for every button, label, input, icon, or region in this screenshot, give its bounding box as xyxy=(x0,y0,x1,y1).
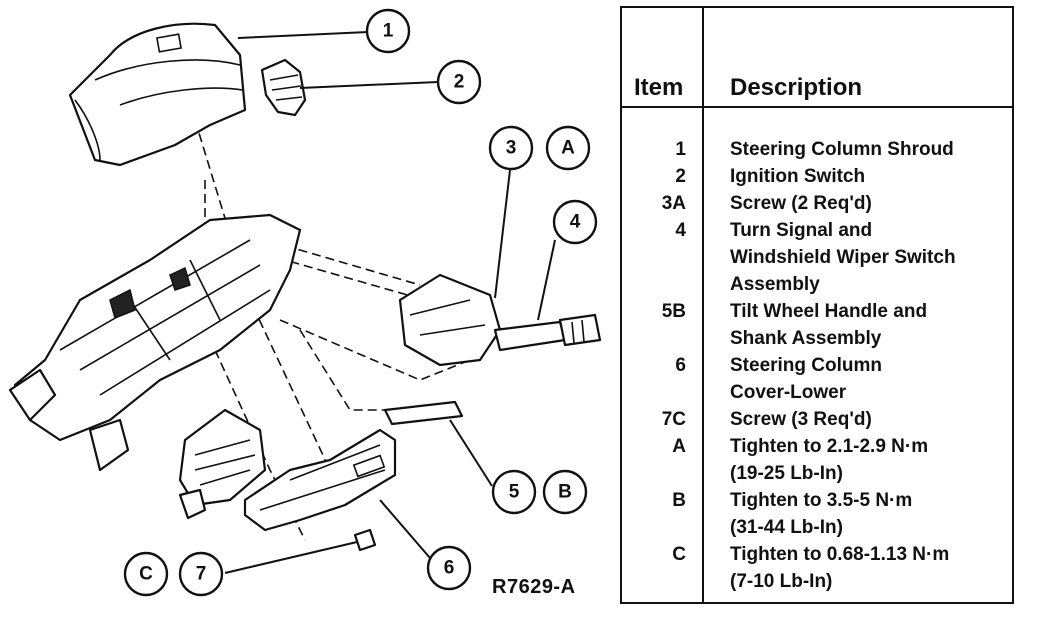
callout-6-label: 6 xyxy=(444,558,455,579)
callout-4-label: 4 xyxy=(570,212,581,233)
legend-item-description: Turn Signal and Windshield Wiper Switch … xyxy=(730,220,956,295)
leader-lines xyxy=(224,31,556,574)
legend-item-number: 3A xyxy=(661,193,686,214)
callout-b-label: B xyxy=(558,482,572,503)
legend-item-number: 7C xyxy=(661,409,686,430)
legend-row: B Tighten to 3.5-5 N·m (31-44 Lb-In) xyxy=(622,487,1012,541)
callout-7: 7 xyxy=(178,551,224,597)
callout-2-label: 2 xyxy=(454,72,465,93)
legend-item-number: 1 xyxy=(675,139,686,160)
legend-row: 7C Screw (3 Req'd) xyxy=(622,406,1012,433)
legend-row: A Tighten to 2.1-2.9 N·m (19-25 Lb-In) xyxy=(622,433,1012,487)
legend-item-number: 2 xyxy=(675,166,686,187)
callout-5-label: 5 xyxy=(509,482,520,503)
lower-cover-screw xyxy=(353,528,377,552)
legend-item-description: Ignition Switch xyxy=(730,166,866,187)
legend-item-description: Tighten to 0.68-1.13 N·m (7-10 Lb-In) xyxy=(730,544,950,592)
legend-item-description: Steering Column Cover-Lower xyxy=(730,355,883,403)
legend-item-description: Tighten to 3.5-5 N·m (31-44 Lb-In) xyxy=(730,490,913,538)
legend-item-description: Screw (3 Req'd) xyxy=(730,409,872,430)
legend-item-description: Tighten to 2.1-2.9 N·m (19-25 Lb-In) xyxy=(730,436,929,484)
steering-column-cover-lower xyxy=(243,428,397,532)
legend-rows: 1 Steering Column Shroud 2 Ignition Switch… xyxy=(622,136,1012,595)
callout-b: B xyxy=(542,469,588,515)
callout-a: A xyxy=(545,125,591,171)
legend-item-description: Tilt Wheel Handle and Shank Assembly xyxy=(730,301,928,349)
callout-1: 1 xyxy=(365,8,411,54)
legend-item-number: 5B xyxy=(661,301,686,322)
callout-2: 2 xyxy=(436,59,482,105)
callout-6: 6 xyxy=(426,545,472,591)
steering-column-shroud xyxy=(68,22,247,167)
legend-row: 1 Steering Column Shroud xyxy=(622,136,1012,163)
ignition-switch xyxy=(260,58,307,117)
parts-legend-table: Item Description 1 Steering Column Shroud… xyxy=(620,6,1014,604)
legend-item-number: C xyxy=(672,544,686,565)
legend-row: 6 Steering Column Cover-Lower xyxy=(622,352,1012,406)
legend-row: 5B Tilt Wheel Handle and Shank Assembly xyxy=(622,298,1012,352)
callout-7-label: 7 xyxy=(196,564,207,585)
callout-a-label: A xyxy=(561,138,575,159)
lower-switch-block xyxy=(178,408,267,520)
legend-item-number: 6 xyxy=(675,355,686,376)
exploded-view-diagram: 1 2 3 A 4 5 B 6 C 7 xyxy=(8,8,602,597)
steering-column-assembly xyxy=(8,213,302,472)
callout-1-label: 1 xyxy=(383,21,394,42)
legend-item-description: Screw (2 Req'd) xyxy=(730,193,872,214)
figure-reference-code: R7629-A xyxy=(492,576,576,598)
tilt-wheel-handle xyxy=(383,400,464,426)
legend-row: 3A Screw (2 Req'd) xyxy=(622,190,1012,217)
callout-c: C xyxy=(123,551,169,597)
callout-4: 4 xyxy=(552,199,598,245)
legend-row: 4 Turn Signal and Windshield Wiper Switch… xyxy=(622,217,1012,298)
callout-5: 5 xyxy=(491,469,537,515)
turn-signal-switch-assembly xyxy=(398,273,602,367)
legend-item-number: 4 xyxy=(675,220,686,241)
callout-3-label: 3 xyxy=(506,138,517,159)
legend-header-description: Description xyxy=(730,74,863,101)
legend-header-divider xyxy=(622,106,1012,108)
legend-item-description: Steering Column Shroud xyxy=(730,139,954,160)
legend-column-divider xyxy=(702,8,704,602)
legend-item-number: A xyxy=(672,436,686,457)
legend-header-item: Item xyxy=(634,74,684,101)
callout-c-label: C xyxy=(139,564,153,585)
callout-3: 3 xyxy=(488,125,534,171)
legend-item-number: B xyxy=(672,490,686,511)
legend-row: 2 Ignition Switch xyxy=(622,163,1012,190)
legend-row: C Tighten to 0.68-1.13 N·m (7-10 Lb-In) xyxy=(622,541,1012,595)
